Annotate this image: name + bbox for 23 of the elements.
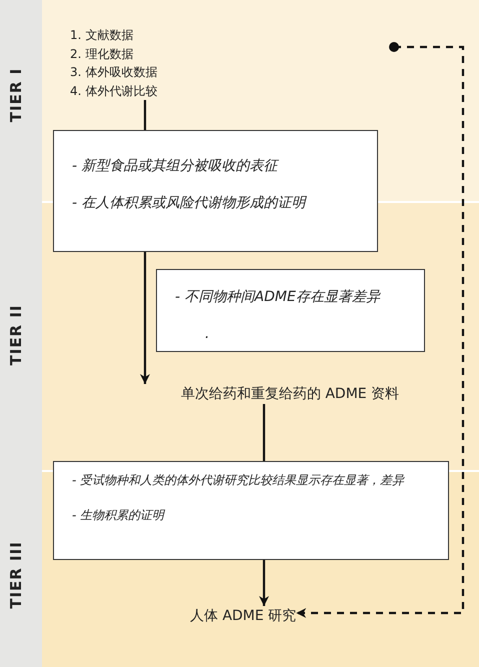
list-item: 2. 理化数据: [70, 46, 134, 62]
connector-line: [262, 404, 266, 461]
dot-mark: .: [204, 325, 210, 344]
bullet-text: - 不同物种间ADME存在显著差异: [175, 288, 382, 307]
flow-text: 单次给药和重复给药的 ADME 资料: [160, 384, 420, 404]
text-box: [53, 461, 449, 560]
bullet-text: - 新型食品或其组分被吸收的表征: [72, 157, 280, 176]
text-box: [53, 130, 378, 252]
bullet-text: - 生物积累的证明: [72, 507, 166, 524]
bullet-text: - 受试物种和人类的体外代谢研究比较结果显示存在显著，差异: [72, 472, 406, 489]
tier-label: TIER I: [7, 68, 25, 122]
arrow: [140, 252, 150, 384]
arrow: [259, 560, 269, 606]
connector-line: [144, 100, 146, 130]
list-item: 4. 体外代谢比较: [70, 82, 158, 100]
tier-label: TIER II: [7, 304, 25, 366]
list-item: 3. 体外吸收数据: [70, 64, 158, 81]
dashed-arrow: [296, 42, 464, 618]
tier-label: TIER III: [7, 541, 25, 609]
flow-text: 人体 ADME 研究: [190, 606, 296, 626]
text-box: [156, 269, 425, 352]
list-item: 1. 文献数据: [70, 27, 134, 44]
bullet-text: - 在人体积累或风险代谢物形成的证明: [72, 194, 308, 213]
